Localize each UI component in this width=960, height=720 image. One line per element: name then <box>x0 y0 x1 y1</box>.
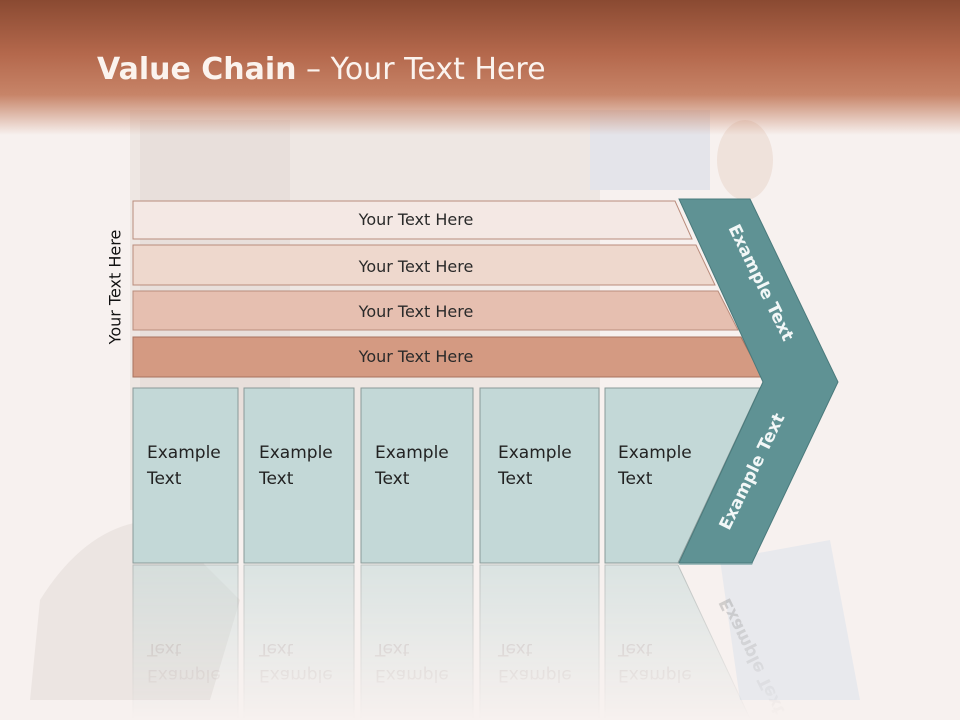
primary-box-4[interactable]: Example Text <box>479 387 600 564</box>
reflection-text: Text <box>374 639 410 659</box>
box-shape <box>132 387 239 564</box>
box-label-line2: Text <box>497 469 533 489</box>
header-bar <box>0 0 960 135</box>
box-label-line1: Example <box>147 443 221 463</box>
diagram-reflection: Example Text Example Text Example Text E… <box>132 384 838 720</box>
band-shape <box>132 290 739 331</box>
reflection-text: Example <box>147 665 221 685</box>
box-label-line1: Example <box>375 443 449 463</box>
reflection-text: Example <box>375 665 449 685</box>
reflection-text: Text <box>497 639 533 659</box>
box-shape <box>604 387 761 564</box>
band-label: Your Text Here <box>358 347 474 366</box>
band-label: Your Text Here <box>358 257 474 276</box>
reflection-text: Text <box>258 639 294 659</box>
box-label-line1: Example <box>618 443 692 463</box>
reflection-text: Example <box>498 665 572 685</box>
band-shape <box>132 244 716 286</box>
primary-box-2[interactable]: Example Text <box>243 387 355 564</box>
box-shape <box>479 387 600 564</box>
title-rest: – Your Text Here <box>296 52 546 87</box>
band-label: Your Text Here <box>358 302 474 321</box>
reflection-text: Example <box>618 665 692 685</box>
box-label-line1: Example <box>498 443 572 463</box>
box-shape <box>243 387 355 564</box>
title-bold: Value Chain <box>97 52 297 87</box>
box-label-line1: Example <box>259 443 333 463</box>
reflection-text: Text <box>617 639 653 659</box>
box-label-line2: Text <box>617 469 653 489</box>
primary-box-1[interactable]: Example Text <box>132 387 239 564</box>
support-band-2[interactable]: Your Text Here <box>132 244 716 286</box>
primary-box-5[interactable]: Example Text <box>604 387 761 564</box>
support-band-3[interactable]: Your Text Here <box>132 290 739 331</box>
box-shape <box>360 387 474 564</box>
box-label-line2: Text <box>258 469 294 489</box>
box-label-line2: Text <box>146 469 182 489</box>
primary-box-3[interactable]: Example Text <box>360 387 474 564</box>
box-label-line2: Text <box>374 469 410 489</box>
band-shape <box>132 200 693 240</box>
reflection-text: Example <box>259 665 333 685</box>
slide-title: Value Chain – Your Text Here <box>97 52 546 87</box>
support-band-1[interactable]: Your Text Here <box>132 200 693 240</box>
band-label: Your Text Here <box>358 210 474 229</box>
support-band-4[interactable]: Your Text Here <box>132 336 763 378</box>
reflection-text: Text <box>146 639 182 659</box>
